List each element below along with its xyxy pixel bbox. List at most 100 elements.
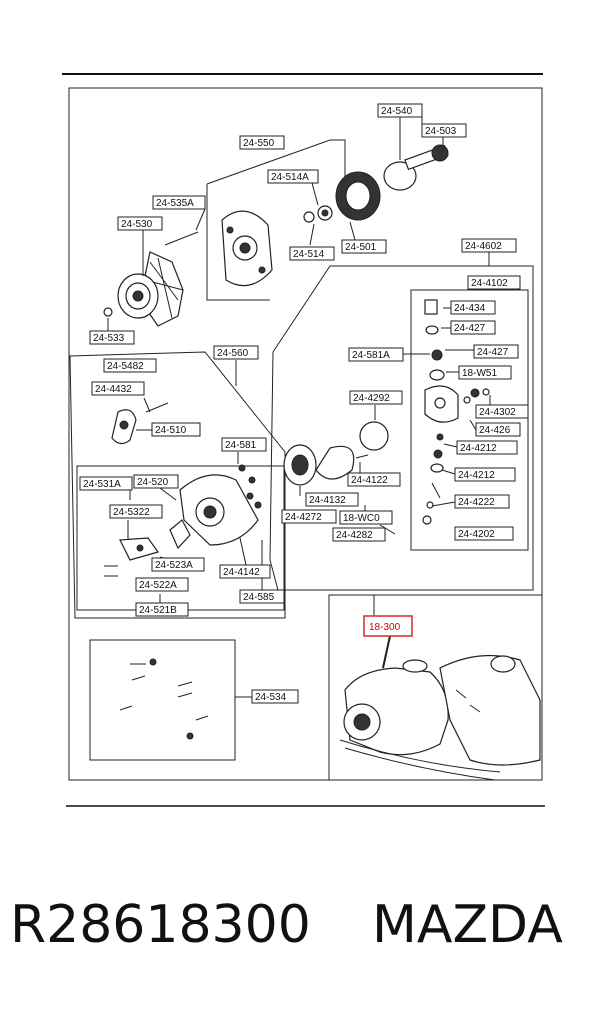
callout-24-510: 24-510 xyxy=(151,422,201,437)
rotor-assembly xyxy=(303,144,449,223)
group-24-534-frame xyxy=(89,639,236,761)
label-24-521B: 24-521B xyxy=(139,605,177,616)
label-24-427-b: 24-427 xyxy=(477,347,509,358)
group-24-550-frame-b xyxy=(206,184,270,301)
label-24-4282: 24-4282 xyxy=(336,530,373,541)
label-24-4302: 24-4302 xyxy=(479,407,516,418)
group-24-4102-frame xyxy=(410,289,529,551)
callout-24-585: 24-585 xyxy=(239,589,285,604)
label-24-540: 24-540 xyxy=(381,106,413,117)
label-24-533: 24-533 xyxy=(93,333,125,344)
callout-24-427-a: 24-427 xyxy=(450,320,496,335)
label-24-514: 24-514 xyxy=(293,249,325,260)
bolt-set xyxy=(119,658,209,740)
label-24-585: 24-585 xyxy=(243,592,275,603)
label-24-523A: 24-523A xyxy=(155,560,193,571)
label-24-434: 24-434 xyxy=(454,303,486,314)
callout-24-427-b: 24-427 xyxy=(473,344,519,359)
callout-24-535A: 24-535A xyxy=(152,195,206,210)
label-24-503: 24-503 xyxy=(425,126,457,137)
callout-24-5482: 24-5482 xyxy=(103,358,157,373)
label-24-581A: 24-581A xyxy=(352,350,390,361)
label-24-550: 24-550 xyxy=(243,138,275,149)
callout-24-521B: 24-521B xyxy=(135,602,189,617)
callout-24-540: 24-540 xyxy=(377,103,423,118)
callout-24-434: 24-434 xyxy=(450,300,496,315)
callout-24-4142: 24-4142 xyxy=(219,564,271,579)
callout-18-300-highlighted: 18-300 xyxy=(363,615,413,637)
callout-18-W51: 18-W51 xyxy=(458,365,512,380)
callout-24-520: 24-520 xyxy=(133,474,179,489)
callout-24-523A: 24-523A xyxy=(151,557,205,572)
label-24-5322: 24-5322 xyxy=(113,507,150,518)
callout-24-530: 24-530 xyxy=(117,216,163,231)
callout-24-514: 24-514 xyxy=(289,246,335,261)
callout-24-4212-b: 24-4212 xyxy=(454,467,516,482)
callout-24-4272: 24-4272 xyxy=(281,509,337,524)
make-name: MAZDA xyxy=(372,895,563,955)
label-24-5482: 24-5482 xyxy=(107,361,144,372)
label-24-530: 24-530 xyxy=(121,219,153,230)
callout-24-514A: 24-514A xyxy=(267,169,319,184)
label-24-510: 24-510 xyxy=(155,425,187,436)
label-18-W51: 18-W51 xyxy=(462,368,497,379)
callout-24-5322: 24-5322 xyxy=(109,504,163,519)
callout-24-4602: 24-4602 xyxy=(461,238,517,253)
footer: R28618300 MAZDA xyxy=(0,895,600,985)
callout-18-WC0: 18-WC0 xyxy=(339,510,393,525)
callout-24-550: 24-550 xyxy=(239,135,285,150)
label-24-4102: 24-4102 xyxy=(471,278,508,289)
label-24-4222: 24-4222 xyxy=(458,497,495,508)
label-24-4142: 24-4142 xyxy=(223,567,260,578)
label-24-4132: 24-4132 xyxy=(309,495,346,506)
label-24-4602: 24-4602 xyxy=(465,241,502,252)
callout-24-503: 24-503 xyxy=(421,123,467,138)
label-24-501: 24-501 xyxy=(345,242,377,253)
callouts: 24-540 24-503 24-550 24-514A 24-535A 24-… xyxy=(79,103,529,704)
callout-24-4132: 24-4132 xyxy=(305,492,359,507)
label-18-WC0: 18-WC0 xyxy=(343,513,380,524)
callout-24-560: 24-560 xyxy=(213,345,259,360)
callout-24-4302: 24-4302 xyxy=(475,404,529,419)
group-24-550-frame xyxy=(206,139,346,186)
label-24-4432: 24-4432 xyxy=(95,384,132,395)
label-24-4212-b: 24-4212 xyxy=(458,470,495,481)
group-24-560-frame xyxy=(69,351,286,619)
engine-illustration xyxy=(339,654,541,781)
callout-24-501: 24-501 xyxy=(341,239,387,254)
callout-24-581A: 24-581A xyxy=(348,347,404,362)
label-24-4202: 24-4202 xyxy=(458,529,495,540)
label-24-427-a: 24-427 xyxy=(454,323,486,334)
callout-24-4122: 24-4122 xyxy=(347,472,401,487)
group-24-4602-frame xyxy=(269,265,534,591)
callout-24-4282: 24-4282 xyxy=(332,527,386,542)
front-housing xyxy=(221,210,273,287)
callout-24-426: 24-426 xyxy=(475,422,521,437)
engine-photo-frame xyxy=(328,594,542,780)
callout-24-4432: 24-4432 xyxy=(91,381,145,396)
label-24-4122: 24-4122 xyxy=(351,475,388,486)
label-24-535A: 24-535A xyxy=(156,198,194,209)
rectifier-parts xyxy=(104,402,262,577)
label-24-560: 24-560 xyxy=(217,348,249,359)
label-24-522A: 24-522A xyxy=(139,580,177,591)
callout-24-4202: 24-4202 xyxy=(454,526,514,541)
brush-holder-parts xyxy=(283,421,389,486)
pulley-fan xyxy=(103,231,199,327)
regulator-parts xyxy=(422,299,490,525)
callout-24-4212-a: 24-4212 xyxy=(456,440,518,455)
part-number: R28618300 xyxy=(10,895,311,955)
label-24-4272: 24-4272 xyxy=(285,512,322,523)
callout-24-531A: 24-531A xyxy=(79,476,133,491)
label-24-581: 24-581 xyxy=(225,440,257,451)
label-24-520: 24-520 xyxy=(137,477,169,488)
callout-24-4292: 24-4292 xyxy=(349,390,403,405)
label-24-514A: 24-514A xyxy=(271,172,309,183)
label-24-4212-a: 24-4212 xyxy=(460,443,497,454)
label-24-534: 24-534 xyxy=(255,692,287,703)
label-24-426: 24-426 xyxy=(479,425,511,436)
label-24-4292: 24-4292 xyxy=(353,393,390,404)
callout-24-522A: 24-522A xyxy=(135,577,189,592)
callout-24-581: 24-581 xyxy=(221,437,267,452)
